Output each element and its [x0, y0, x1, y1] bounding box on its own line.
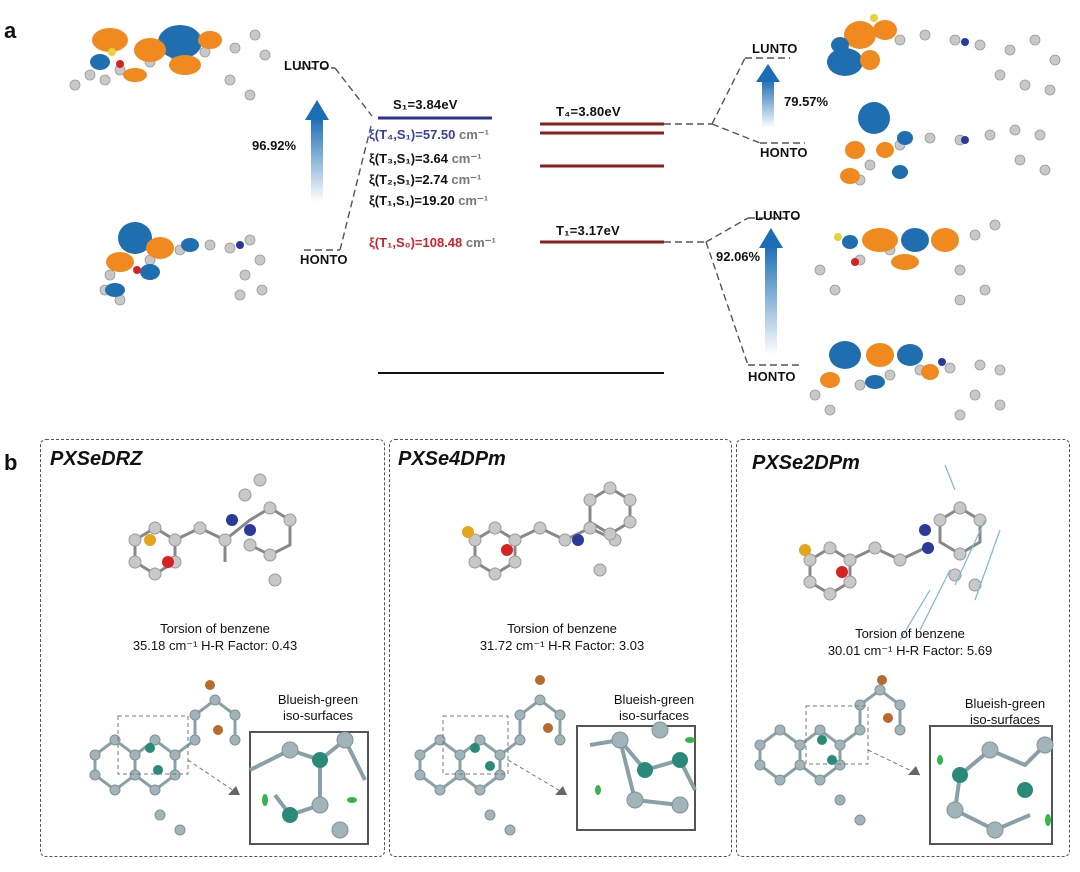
- caption-line2: 35.18 cm⁻¹ H-R Factor: 0.43: [132, 638, 298, 653]
- molecule-box-pxse2dpm: [736, 439, 1070, 857]
- caption-line1: Torsion of benzene: [507, 621, 617, 636]
- caption-pxsedrz: Torsion of benzene 35.18 cm⁻¹ H-R Factor…: [105, 620, 325, 654]
- soc-t1-s1: ξ(T₁,S₁)=19.20 cm⁻¹: [369, 193, 489, 208]
- caption-pxse4dpm: Torsion of benzene 31.72 cm⁻¹ H-R Factor…: [442, 620, 682, 654]
- caption-line1: Torsion of benzene: [855, 626, 965, 641]
- right-upper-lunto-label: LUNTO: [752, 41, 798, 56]
- orbital-molecule-right-4: [809, 341, 1006, 421]
- panel-a-letter: a: [4, 18, 17, 43]
- s1-level-label: S₁=3.84eV: [393, 97, 458, 112]
- iso-molecule-3: [754, 675, 1054, 845]
- molecule-box-pxse4dpm: [389, 439, 732, 857]
- left-transition-percent: 96.92%: [252, 138, 297, 153]
- right-lower-lunto-label: LUNTO: [755, 208, 801, 223]
- right-lower-honto-label: HONTO: [748, 369, 796, 384]
- left-connectors: [298, 57, 805, 366]
- box-title-pxse2dpm: PXSe2DPm: [752, 452, 860, 474]
- left-lunto-label: LUNTO: [284, 58, 330, 73]
- box-title-pxsedrz: PXSeDRZ: [50, 448, 143, 470]
- soc-t2-s1: ξ(T₂,S₁)=2.74 cm⁻¹: [369, 172, 482, 187]
- left-honto-label: HONTO: [300, 252, 348, 267]
- molecule-box-pxsedrz: [40, 439, 385, 857]
- soc-t1-s0: ξ(T₁,S₀)=108.48 cm⁻¹: [369, 235, 496, 250]
- iso-label-pxsedrz: Blueish-green iso-surfaces: [277, 692, 359, 723]
- caption-line1: Torsion of benzene: [160, 621, 270, 636]
- iso-molecule-2: [414, 675, 697, 836]
- caption-pxse2dpm: Torsion of benzene 30.01 cm⁻¹ H-R Factor…: [790, 625, 1030, 659]
- panel-b-molecules: [89, 464, 1054, 845]
- soc-t4-s1: ξ(T₄,S₁)=57.50 cm⁻¹: [369, 127, 489, 142]
- iso-label-pxse2dpm: Blueish-green iso-surfaces: [964, 696, 1046, 727]
- orbital-molecule-right-2: [840, 102, 1051, 186]
- t4-level-label: T₄=3.80eV: [556, 104, 621, 119]
- iso-label-pxse4dpm: Blueish-green iso-surfaces: [613, 692, 695, 723]
- soc-t3-s1: ξ(T₃,S₁)=3.64 cm⁻¹: [369, 151, 482, 166]
- caption-line2: 31.72 cm⁻¹ H-R Factor: 3.03: [479, 638, 645, 653]
- right-lower-transition-percent: 92.06%: [716, 249, 761, 264]
- transition-arrows: [305, 64, 783, 355]
- right-upper-honto-label: HONTO: [760, 145, 808, 160]
- caption-line2: 30.01 cm⁻¹ H-R Factor: 5.69: [827, 643, 993, 658]
- orbital-molecule-left-top: [69, 25, 271, 101]
- iso-molecule-1: [89, 680, 369, 845]
- orbital-molecule-right-1: [827, 14, 1061, 96]
- box-title-pxse4dpm: PXSe4DPm: [398, 448, 506, 470]
- panel-b-letter: b: [4, 450, 18, 475]
- orbital-molecule-right-3: [814, 219, 1001, 306]
- t1-level-label: T₁=3.17eV: [556, 223, 620, 238]
- right-upper-transition-percent: 79.57%: [784, 94, 829, 109]
- orbital-molecule-left-bottom: [99, 222, 268, 306]
